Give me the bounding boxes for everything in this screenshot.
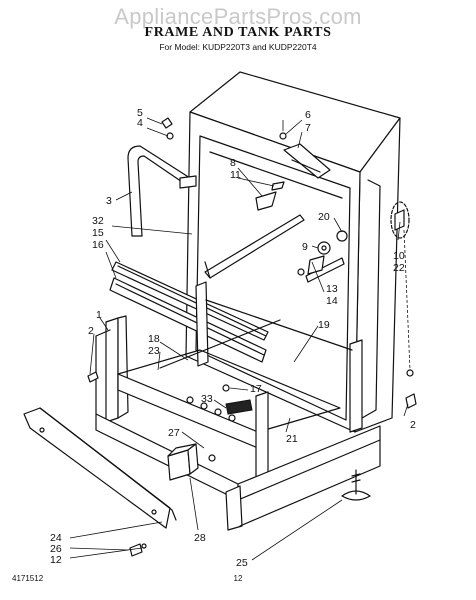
detail-circle <box>390 201 410 239</box>
tank-rail-left-lower <box>204 261 211 279</box>
callout-33: 33 <box>201 393 213 405</box>
tank-inner-rim <box>209 151 343 199</box>
screw-2-right <box>405 393 417 409</box>
crossbar-hole-2 <box>200 402 208 410</box>
tank-side-flange <box>361 179 381 419</box>
tank-door-opening <box>195 135 351 421</box>
callout-20: 20 <box>318 211 330 223</box>
frame-left-front-post <box>105 317 119 423</box>
leader-lines <box>69 117 409 561</box>
callout-10: 10 <box>393 250 405 262</box>
callout-8: 8 <box>230 157 236 169</box>
callout-23: 23 <box>148 345 160 357</box>
callout-4: 4 <box>137 117 143 129</box>
crossbar-hole-4 <box>228 414 236 422</box>
hinge-bracket-edge <box>291 159 321 173</box>
front-rail-15-edge <box>117 265 267 337</box>
leveling-leg-thread1 <box>351 473 361 477</box>
hinge-screw <box>279 132 287 140</box>
leveling-leg-thread2 <box>351 479 361 483</box>
tank-rail-right <box>305 257 345 283</box>
washer-26 <box>141 543 147 549</box>
callout-13: 13 <box>326 283 338 295</box>
callout-2-left: 2 <box>88 325 94 337</box>
tank-clip <box>255 191 277 211</box>
screw-12 <box>129 543 143 557</box>
leveling-leg-foot <box>341 490 371 501</box>
callout-25: 25 <box>236 557 248 569</box>
callout-17: 17 <box>250 383 262 395</box>
callout-24: 24 <box>50 532 62 544</box>
callout-26: 26 <box>50 543 62 555</box>
screw-17 <box>222 384 230 392</box>
callout-1: 1 <box>96 309 102 321</box>
callout-5: 5 <box>137 107 143 119</box>
front-rail-16-groove <box>115 283 265 356</box>
frame-bracket-left <box>95 329 111 415</box>
frame-rear-rail <box>205 299 353 351</box>
side-clip-10 <box>394 209 405 231</box>
tank-assembly <box>185 71 401 433</box>
bracket-13 <box>307 255 325 275</box>
callout-labels: 5 4 6 7 3 8 11 20 9 13 14 10 22 32 15 16… <box>50 107 416 569</box>
screw-5 <box>161 117 173 129</box>
part-28-box-side <box>187 443 199 475</box>
frame-right-back-post <box>349 339 363 433</box>
toe-panel-hole-2 <box>151 509 157 515</box>
frame-base-bottom <box>225 485 243 531</box>
screw-22 <box>406 369 414 377</box>
part-33-block <box>225 399 253 415</box>
tank-rail-left <box>204 214 305 279</box>
frame-left-back-post <box>195 281 209 367</box>
detail-dashline <box>403 229 411 371</box>
callout-28: 28 <box>194 532 206 544</box>
callout-2-right: 2 <box>410 419 416 431</box>
frame-right-front-post <box>255 391 269 485</box>
frame-left-side <box>117 315 129 419</box>
vent-cap <box>179 175 197 189</box>
vent-tube <box>127 145 191 237</box>
callout-22: 22 <box>393 262 405 274</box>
diagram-title: FRAME AND TANK PARTS <box>144 25 332 40</box>
toe-panel-hole-1 <box>39 427 45 433</box>
crossbar-hole-1 <box>186 396 194 404</box>
callout-19: 19 <box>318 319 330 331</box>
tank-clip-small <box>271 181 285 191</box>
model-subtitle: For Model: KUDP220T3 and KUDP220T4 <box>159 42 317 52</box>
document-code: 4171512 <box>12 574 44 583</box>
callout-9: 9 <box>302 241 308 253</box>
callout-15: 15 <box>92 227 104 239</box>
callout-3: 3 <box>106 195 112 207</box>
frame-base-front-edge <box>239 439 381 527</box>
screw-14 <box>297 268 305 276</box>
toe-panel <box>23 407 171 529</box>
screw-20 <box>336 230 348 242</box>
callout-12: 12 <box>50 554 62 566</box>
callout-7: 7 <box>305 122 311 134</box>
screw-2-left <box>87 371 99 383</box>
crossbar-hole-3 <box>214 408 222 416</box>
callout-32: 32 <box>92 215 104 227</box>
callout-21: 21 <box>286 433 298 445</box>
nut-9-hole <box>321 245 327 251</box>
hinge-bracket <box>283 143 331 179</box>
part-27-screw <box>208 454 216 462</box>
callout-27: 27 <box>168 427 180 439</box>
callout-11: 11 <box>230 169 241 181</box>
base-frame <box>95 281 381 531</box>
callout-6: 6 <box>305 109 311 121</box>
frame-inner-rail <box>159 319 281 369</box>
page-number: 12 <box>233 574 243 583</box>
vent-tube-inner <box>137 155 189 237</box>
callout-18: 18 <box>148 333 160 345</box>
toe-panel-lip <box>39 407 177 521</box>
callout-16: 16 <box>92 239 104 251</box>
callout-14: 14 <box>326 295 338 307</box>
site-watermark: AppliancePartsPros.com <box>114 4 362 29</box>
